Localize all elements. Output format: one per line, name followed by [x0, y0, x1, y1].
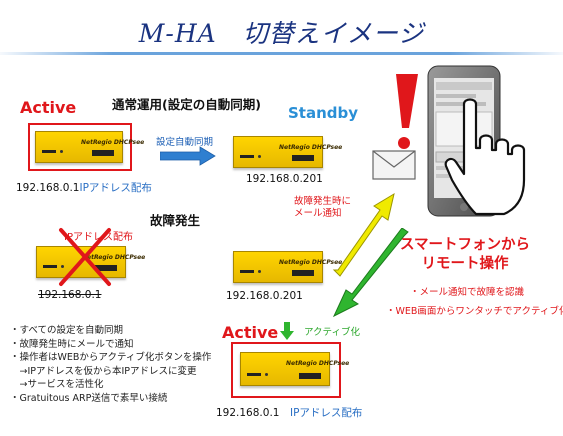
- device-port: [299, 373, 321, 379]
- device-led: [265, 373, 268, 376]
- fault-mail-line1: 故障発生時に: [294, 196, 352, 207]
- ip-struck: 192.168.0.1: [38, 289, 102, 301]
- ip-active-bottom: 192.168.0.1 IPアドレス配布: [216, 405, 362, 420]
- ip-address: 192.168.0.1: [16, 182, 80, 194]
- device-port: [95, 265, 117, 271]
- smartphone-point-1: ・メール通知で故障を認識: [410, 287, 525, 298]
- device-led: [258, 155, 261, 158]
- ip-address: 192.168.0.1: [216, 407, 280, 419]
- device-standby-fault: NetRegio DHCPsee: [233, 251, 342, 283]
- down-arrow-icon: [280, 322, 294, 340]
- note-item: ・Gratuitous ARP送信で素早い接続: [10, 392, 168, 404]
- device-active-bottom: NetRegio DHCPsee: [240, 352, 349, 386]
- page-title: M-HA 切替えイメージ: [138, 19, 425, 48]
- sync-arrow: [160, 146, 216, 166]
- activate-label: アクティブ化: [304, 327, 360, 338]
- activate-command-arrow: [332, 228, 409, 318]
- device-led: [258, 270, 261, 273]
- standby-label: Standby: [288, 104, 359, 122]
- ip-distribution-label: IPアドレス配布: [79, 182, 152, 194]
- device-slot: [240, 155, 254, 158]
- active-label-top: Active: [20, 98, 77, 117]
- sync-label: 設定自動同期: [156, 137, 214, 148]
- ip-standby-fault: 192.168.0.201: [226, 290, 303, 302]
- device-brand: NetRegio DHCPsee: [279, 259, 343, 266]
- device-led: [61, 265, 64, 268]
- device-active-top: NetRegio DHCPsee: [35, 131, 144, 163]
- mail-envelope-icon: [372, 150, 416, 180]
- fault-mail-label: 故障発生時に メール通知: [294, 196, 351, 220]
- device-slot: [247, 373, 261, 376]
- note-item: ・故障発生時にメールで通知: [10, 338, 134, 350]
- device-port: [292, 270, 314, 276]
- device-led: [60, 150, 63, 153]
- smartphone-caption-line1: スマートフォンから: [399, 237, 531, 253]
- note-item: →サービスを活性化: [10, 379, 104, 390]
- failure-cross-icon: [59, 228, 111, 286]
- section-fault: 故障発生: [150, 213, 201, 228]
- ip-standby-top: 192.168.0.201: [246, 173, 323, 185]
- feature-notes: ・すべての設定を自動同期 ・故障発生時にメールで通知 ・操作者はWEBからアクテ…: [10, 324, 211, 405]
- hand-pointer-icon: [444, 98, 526, 216]
- note-item: ・操作者はWEBからアクティブ化ボタンを操作: [10, 352, 212, 363]
- device-brand: NetRegio DHCPsee: [286, 360, 350, 367]
- fault-mail-line2: メール通知: [294, 208, 342, 219]
- ip-active-top: 192.168.0.1IPアドレス配布: [16, 180, 152, 195]
- device-slot: [43, 265, 57, 268]
- section-normal-operation: 通常運用(設定の自動同期): [112, 97, 261, 112]
- ip-distribution-label: IPアドレス配布: [289, 407, 363, 419]
- device-port: [292, 155, 314, 161]
- device-brand: NetRegio DHCPsee: [279, 144, 343, 151]
- smartphone-point-2: ・WEB画面からワンタッチでアクティブ化: [386, 306, 563, 317]
- smartphone-caption: スマートフォンから リモート操作: [390, 236, 540, 274]
- note-item: →IPアドレスを仮から本IPアドレスに変更: [10, 365, 197, 377]
- ip-distribution-struck: IPアドレス配布: [64, 232, 133, 243]
- device-slot: [240, 270, 254, 273]
- device-standby-top: NetRegio DHCPsee: [233, 136, 342, 168]
- notify-arrow: [332, 192, 395, 277]
- device-brand: NetRegio DHCPsee: [82, 254, 146, 261]
- alert-exclamation-icon: [396, 74, 418, 149]
- active-highlight-box: [28, 123, 132, 171]
- device-brand: NetRegio DHCPsee: [81, 139, 145, 146]
- active-label-bottom: Active: [222, 323, 279, 342]
- title-divider: [0, 52, 563, 55]
- active-highlight-box-bottom: [231, 342, 341, 398]
- device-slot: [42, 150, 56, 153]
- note-item: ・すべての設定を自動同期: [10, 325, 123, 336]
- smartphone-caption-line2: リモート操作: [421, 256, 509, 272]
- device-port: [92, 150, 114, 156]
